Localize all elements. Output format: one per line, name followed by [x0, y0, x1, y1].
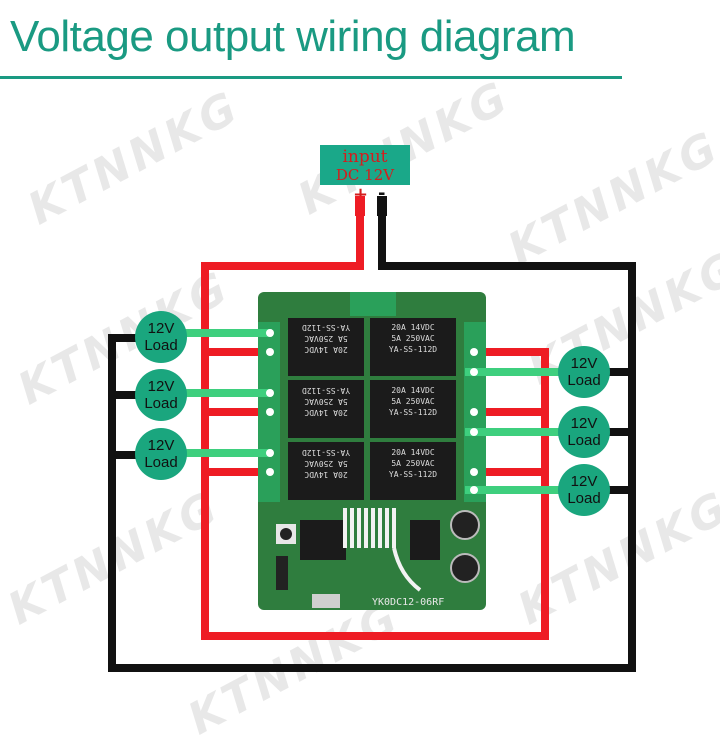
load-circle: 12V Load: [558, 464, 610, 516]
load-voltage: 12V: [570, 415, 598, 432]
relay: [288, 442, 364, 500]
load-label: Load: [567, 432, 601, 449]
load-label: Load: [144, 395, 178, 412]
load-label: Load: [567, 372, 601, 389]
relay: [370, 318, 456, 376]
title-underline: [0, 76, 622, 79]
input-label: input: [342, 147, 388, 167]
load-circle: 12V Load: [558, 406, 610, 458]
relay-label: 20A 14VDC 5A 250VAC YA-SS-112D: [301, 386, 351, 417]
input-label-box: input DC 12V: [320, 145, 410, 185]
relay-label: 20A 14VDC 5A 250VAC YA-SS-112D: [301, 448, 351, 479]
relay-label: 20A 14VDC 5A 250VAC YA-SS-112D: [388, 323, 438, 354]
load-label: Load: [567, 490, 601, 507]
ic-chip: [410, 520, 440, 560]
relay: [370, 380, 456, 438]
board-model-label: YK0DC12-06RF: [372, 597, 445, 608]
terminal-block-power: [350, 292, 396, 316]
load-circle: 12V Load: [558, 346, 610, 398]
crystal: [312, 594, 340, 608]
relay-label: 20A 14VDC 5A 250VAC YA-SS-112D: [388, 386, 438, 417]
ic-chip: [300, 520, 346, 560]
capacitor: [450, 510, 480, 540]
wiring-diagram: [108, 196, 636, 672]
load-voltage: 12V: [147, 320, 175, 337]
relay: [370, 442, 456, 500]
load-circle: 12V Load: [135, 428, 187, 480]
relay: [288, 380, 364, 438]
load-voltage: 12V: [147, 378, 175, 395]
load-circle: 12V Load: [135, 369, 187, 421]
load-voltage: 12V: [570, 473, 598, 490]
button-cap: [280, 528, 292, 540]
load-circle: 12V Load: [135, 311, 187, 363]
pin-header: [276, 556, 288, 590]
antenna-coil: [343, 508, 422, 592]
relay-label: 20A 14VDC 5A 250VAC YA-SS-112D: [301, 323, 351, 354]
relay: [288, 318, 364, 376]
load-voltage: 12V: [147, 437, 175, 454]
terminal-screws: [266, 329, 478, 494]
negative-sign: -: [378, 183, 386, 204]
negative-input-lead: [377, 196, 387, 216]
positive-input-lead: [355, 196, 365, 216]
positive-outer-wire: [201, 210, 549, 640]
capacitor: [450, 553, 480, 583]
page-title: Voltage output wiring diagram: [10, 12, 576, 61]
negative-outer-wire: [108, 210, 636, 672]
load-label: Load: [144, 337, 178, 354]
relay-label: 20A 14VDC 5A 250VAC YA-SS-112D: [388, 448, 438, 479]
load-label: Load: [144, 454, 178, 471]
load-voltage: 12V: [570, 355, 598, 372]
input-voltage-label: DC 12V: [335, 166, 395, 184]
